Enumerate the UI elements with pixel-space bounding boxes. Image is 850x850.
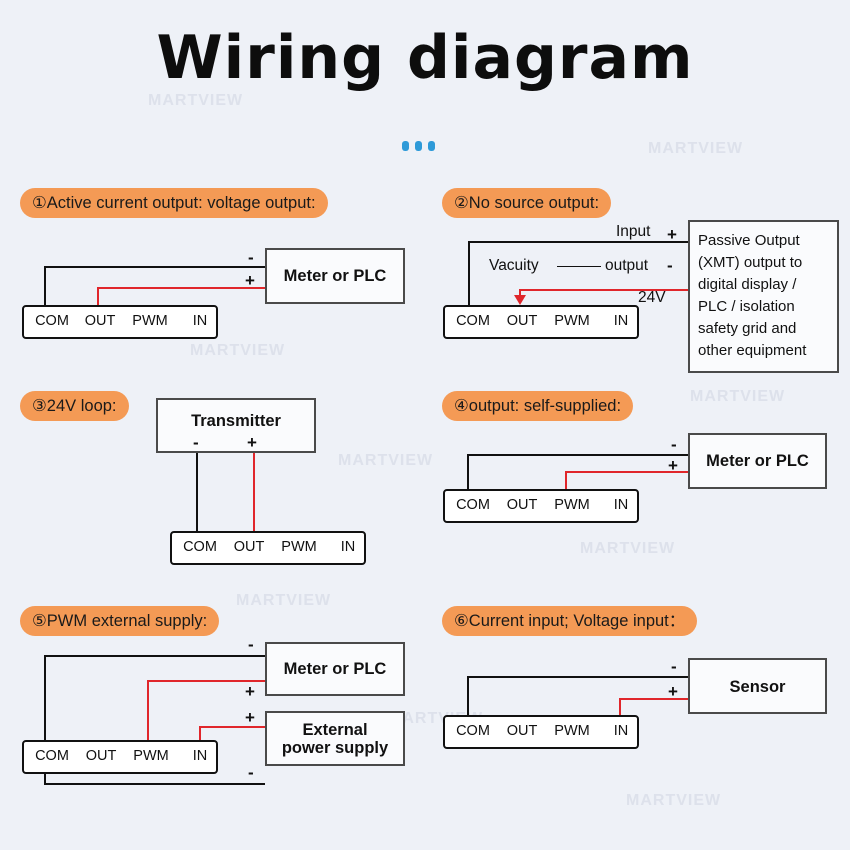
- terminal-block-3: COM OUT PWM IN: [170, 531, 366, 565]
- arrow-s2: [514, 295, 526, 305]
- terminal-out: OUT: [233, 539, 265, 555]
- wire-s6-in: [619, 698, 688, 716]
- terminal-block-4: COM OUT PWM IN: [443, 489, 639, 523]
- section-6-label: ⑥Current input; Voltage input：: [442, 606, 698, 636]
- terminal-com: COM: [456, 313, 490, 329]
- plus-sign: +: [668, 682, 678, 701]
- plus-sign: +: [245, 271, 255, 290]
- terminal-com: COM: [35, 313, 69, 329]
- watermark: MARTVIEW: [338, 452, 434, 469]
- terminal-pwm: PWM: [554, 497, 590, 513]
- passive-output-note: Passive Output (XMT) output to digital d…: [688, 220, 839, 373]
- watermark: MARTVIEW: [648, 140, 744, 157]
- vacuity-label: Vacuity: [489, 257, 539, 274]
- terminal-out: OUT: [506, 497, 538, 513]
- sensor-box: Sensor: [688, 658, 827, 714]
- watermark: MARTVIEW: [148, 92, 244, 109]
- watermark: MARTVIEW: [626, 792, 722, 809]
- minus-sign: -: [671, 657, 677, 676]
- minus-sign: -: [193, 433, 199, 452]
- wire-s6-com: [467, 676, 688, 716]
- terminal-pwm: PWM: [132, 313, 168, 329]
- wire-s2-out: [519, 289, 688, 296]
- note-line: other equipment: [698, 342, 807, 359]
- terminal-in: IN: [192, 748, 208, 764]
- wire-s4-com: [467, 454, 688, 490]
- wire-s1-out: [97, 287, 265, 306]
- terminal-in: IN: [613, 497, 629, 513]
- output-label: output: [605, 257, 649, 274]
- wire-s2-com: [468, 241, 688, 306]
- meter-or-plc-box-5: Meter or PLC: [265, 642, 405, 696]
- input-label: Input: [616, 223, 651, 240]
- terminal-pwm: PWM: [554, 313, 590, 329]
- plus-sign: +: [667, 225, 677, 244]
- transmitter-box: Transmitter: [156, 398, 316, 453]
- terminal-in: IN: [192, 313, 208, 329]
- wire-s5-com: [44, 655, 265, 740]
- plus-sign: +: [668, 456, 678, 475]
- plus-sign: +: [247, 433, 257, 452]
- section-4-label: ④output: self-supplied:: [442, 391, 634, 421]
- terminal-in: IN: [340, 539, 356, 555]
- voltage-label: 24V: [638, 289, 666, 306]
- watermark: MARTVIEW: [190, 342, 286, 359]
- watermark: MARTVIEW: [236, 592, 332, 609]
- vacuity-line: [557, 266, 601, 267]
- watermark: MARTVIEW: [690, 388, 786, 405]
- terminal-pwm: PWM: [133, 748, 169, 764]
- note-line: safety grid and: [698, 320, 797, 337]
- minus-sign: -: [248, 763, 254, 782]
- meter-or-plc-box-4: Meter or PLC: [688, 433, 827, 489]
- wire-s5-return: [44, 774, 265, 785]
- section-1-label: ①Active current output: voltage output:: [20, 188, 328, 218]
- terminal-out: OUT: [84, 313, 116, 329]
- watermark: MARTVIEW: [580, 540, 676, 557]
- terminal-in: IN: [613, 313, 629, 329]
- terminal-com: COM: [183, 539, 217, 555]
- wire-s5-in: [199, 726, 265, 740]
- terminal-pwm: PWM: [554, 723, 590, 739]
- wire-s5-pwm: [147, 680, 265, 740]
- decorative-dots: [402, 141, 441, 151]
- plus-sign: +: [245, 682, 255, 701]
- wire-s4-pwm: [565, 471, 688, 490]
- minus-sign: -: [248, 248, 254, 267]
- note-line: PLC / isolation: [698, 298, 795, 315]
- terminal-block-1: COM OUT PWM IN: [22, 305, 218, 339]
- terminal-block-5: COM OUT PWM IN: [22, 740, 218, 774]
- terminal-com: COM: [35, 748, 69, 764]
- terminal-out: OUT: [85, 748, 117, 764]
- meter-or-plc-box-1: Meter or PLC: [265, 248, 405, 304]
- external-power-supply-box: External power supply: [265, 711, 405, 766]
- note-line: (XMT) output to: [698, 254, 803, 271]
- terminal-com: COM: [456, 723, 490, 739]
- terminal-in: IN: [613, 723, 629, 739]
- note-line: Passive Output: [698, 232, 800, 249]
- terminal-out: OUT: [506, 723, 538, 739]
- plus-sign: +: [245, 708, 255, 727]
- section-5-label: ⑤PWM external supply:: [20, 606, 220, 636]
- minus-sign: -: [671, 435, 677, 454]
- section-2-label: ②No source output:: [442, 188, 612, 218]
- minus-sign: -: [248, 635, 254, 654]
- terminal-block-6: COM OUT PWM IN: [443, 715, 639, 749]
- page-title: Wiring diagram: [156, 23, 694, 93]
- section-3-label: ③24V loop:: [20, 391, 129, 421]
- terminal-out: OUT: [506, 313, 538, 329]
- terminal-com: COM: [456, 497, 490, 513]
- terminal-block-2: COM OUT PWM IN: [443, 305, 639, 339]
- terminal-pwm: PWM: [281, 539, 317, 555]
- minus-sign: -: [667, 256, 673, 275]
- note-line: digital display /: [698, 276, 797, 293]
- wire-s1-com: [44, 266, 265, 306]
